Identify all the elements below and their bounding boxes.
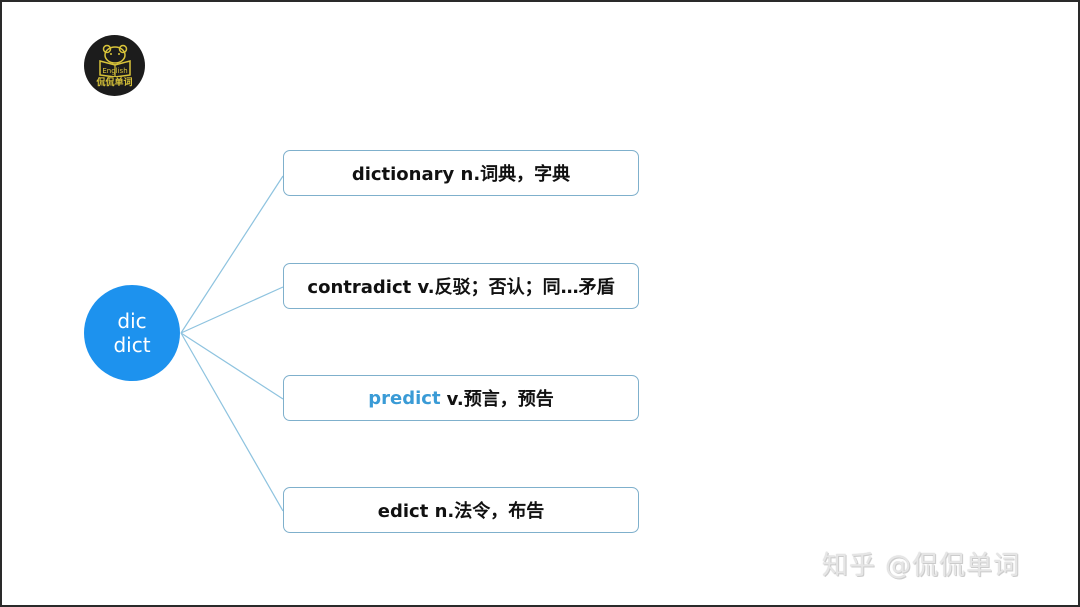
node-text: contradict v.反驳；否认；同…矛盾 (307, 277, 615, 298)
connector-line (180, 332, 284, 512)
node-text: v.预言，预告 (446, 389, 554, 410)
root-line-2: dict (113, 333, 151, 357)
node-text: edict n.法令，布告 (377, 501, 545, 522)
word-node-predict: predict v.预言，预告 (283, 375, 639, 421)
connector-line (180, 286, 284, 334)
word-node-dictionary: dictionary n.词典，字典 (283, 150, 639, 196)
node-text: dictionary n.词典，字典 (351, 164, 571, 185)
connector-line (180, 332, 284, 400)
bear-reading-icon: English (98, 44, 131, 77)
logo: English 侃侃单词 (84, 35, 145, 96)
svg-text:English: English (102, 67, 127, 75)
word-node-contradict: contradict v.反驳；否认；同…矛盾 (283, 263, 639, 309)
connector-line (180, 175, 284, 334)
root-line-1: dic (117, 309, 147, 333)
watermark: 知乎 @侃侃单词 (822, 551, 1021, 581)
root-node: dic dict (84, 285, 180, 381)
logo-label: 侃侃单词 (96, 78, 133, 88)
node-highlight-word: predict (368, 387, 441, 409)
word-node-edict: edict n.法令，布告 (283, 487, 639, 533)
